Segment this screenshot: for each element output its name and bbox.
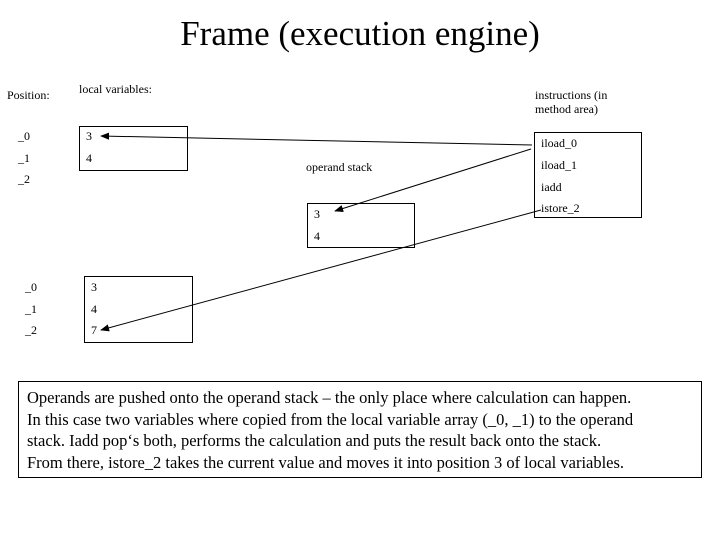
- top-local-value-1: 4: [86, 151, 92, 165]
- arrow-iload1-to-operand-stack: [334, 148, 532, 212]
- operand-stack-value-0: 3: [314, 207, 320, 221]
- instruction-iadd: iadd: [541, 180, 562, 194]
- top-position-2: _2: [18, 172, 30, 186]
- note-line-4: From there, istore_2 takes the current v…: [27, 452, 625, 472]
- instruction-istore-2: istore_2: [541, 201, 580, 215]
- arrow-iload0-to-local0: [100, 132, 533, 146]
- operand-stack-box: [307, 203, 415, 248]
- diagram-title: Frame (execution engine): [180, 14, 540, 53]
- bottom-local-variables-box: [84, 276, 193, 343]
- operand-stack-value-1: 4: [314, 229, 320, 243]
- note-line-1: Operands are pushed onto the operand sta…: [27, 388, 632, 407]
- instructions-header-line1: instructions (in: [535, 88, 608, 102]
- top-position-0: _0: [18, 129, 30, 143]
- top-position-1: _1: [18, 151, 30, 165]
- arrow-istore2-to-local2: [100, 209, 542, 332]
- instruction-iload-0: iload_0: [541, 136, 577, 150]
- bottom-position-2: _2: [25, 323, 37, 337]
- bottom-local-value-2: 7: [91, 323, 97, 337]
- note-line-3: stack. Iadd pop‘s both, performs the cal…: [27, 431, 602, 450]
- top-local-value-0: 3: [86, 129, 92, 143]
- local-variables-header: local variables:: [79, 82, 152, 96]
- bottom-local-value-0: 3: [91, 280, 97, 294]
- instruction-iload-1: iload_1: [541, 158, 577, 172]
- explanation-note: Operands are pushed onto the operand sta…: [18, 381, 702, 478]
- note-line-2: In this case two variables where copied …: [27, 409, 634, 429]
- bottom-position-1: _1: [25, 302, 37, 316]
- bottom-local-value-1: 4: [91, 302, 97, 316]
- top-local-variables-box: [79, 126, 188, 171]
- bottom-position-0: _0: [25, 280, 37, 294]
- position-header: Position:: [7, 88, 50, 102]
- instructions-box: [534, 132, 642, 218]
- operand-stack-label: operand stack: [306, 160, 373, 174]
- instructions-header-line2: method area): [535, 102, 598, 116]
